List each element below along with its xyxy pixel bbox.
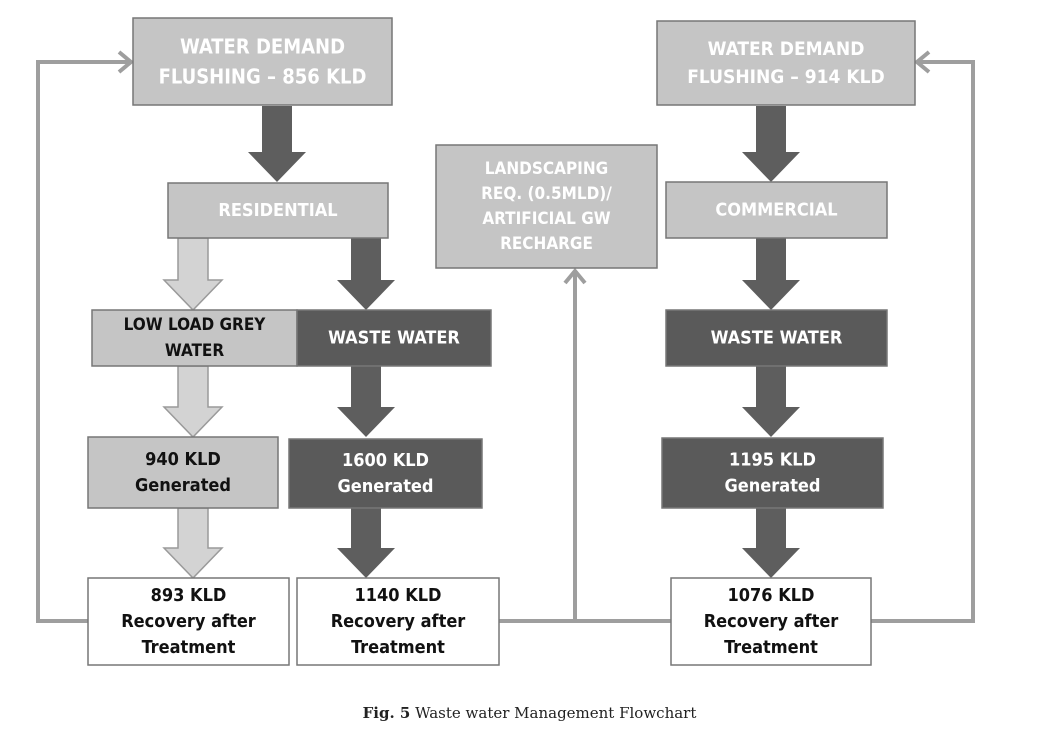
figure-number: Fig. 5 [362, 704, 411, 722]
commercial-box: COMMERCIAL [665, 181, 888, 239]
low-load-grey-water-box-line-1: LOW LOAD GREY [124, 315, 267, 335]
residential-box-shape [167, 182, 389, 239]
residential-waste-generated-box: 1600 KLD Generated [288, 438, 483, 509]
commercial-waste-water-box-line-1: WASTE WATER [711, 328, 843, 349]
commercial-waste-water-box: WASTE WATER [665, 309, 888, 367]
arrow-commercial-to-waste [742, 238, 800, 310]
grey-recovery-box-line-2: Recovery after [121, 611, 256, 632]
arrow-grey-generated-to-recovery [162, 507, 224, 580]
arrow-waste-to-generated [337, 366, 395, 437]
grey-generated-box-line-1: 940 KLD [145, 449, 221, 470]
residential-waste-water-box: WASTE WATER [296, 309, 492, 367]
arrow-demand-to-residential [248, 106, 306, 182]
landscaping-box-line-1: LANDSCAPING [485, 159, 608, 179]
commercial-waste-generated-box-line-1: 1195 KLD [729, 450, 816, 471]
landscaping-box-shape [435, 144, 658, 269]
commercial-waste-generated-box-line-2: Generated [724, 476, 820, 497]
residential-waste-generated-box-line-2: Generated [337, 476, 433, 497]
residential-box: RESIDENTIAL [167, 182, 389, 239]
right-water-demand-box: WATER DEMAND FLUSHING – 914 KLD [656, 20, 916, 106]
right-water-demand-box-line-1: WATER DEMAND [708, 38, 865, 60]
arrow-grey-to-generated [162, 365, 224, 439]
commercial-waste-recovery-box-line-3: Treatment [724, 637, 818, 658]
landscaping-arrowhead [563, 267, 587, 285]
right-feedback-arrowhead [913, 50, 931, 74]
residential-waste-recovery-box-shape [296, 577, 500, 666]
commercial-box-shape [665, 181, 888, 239]
commercial-waste-recovery-box-line-2: Recovery after [704, 611, 839, 632]
right-feedback-connector [871, 60, 975, 623]
residential-waste-recovery-box-line-2: Recovery after [331, 611, 466, 632]
commercial-waste-water-box-shape [665, 309, 888, 367]
residential-waste-recovery-box-line-3: Treatment [351, 637, 445, 658]
left-water-demand-box-shape [132, 17, 393, 106]
residential-waste-water-box-line-1: WASTE WATER [328, 328, 460, 349]
commercial-waste-generated-box: 1195 KLD Generated [661, 437, 884, 509]
right-water-demand-box-line-2: FLUSHING – 914 KLD [687, 66, 884, 88]
arrow-demand-to-commercial [742, 106, 800, 182]
low-load-grey-water-box-shape [91, 309, 298, 367]
left-water-demand-box: WATER DEMAND FLUSHING – 856 KLD [132, 17, 393, 106]
figure-title: Waste water Management Flowchart [415, 704, 697, 722]
residential-box-line-1: RESIDENTIAL [218, 200, 337, 221]
residential-waste-generated-box-shape [288, 438, 483, 509]
landscaping-box-line-4: RECHARGE [500, 234, 593, 254]
figure-caption: Fig. 5 Waste water Management Flowchart [0, 704, 1059, 722]
arrow-residential-to-grey [162, 237, 224, 312]
arrow-waste-generated-to-recovery [337, 508, 395, 578]
right-water-demand-box-shape [656, 20, 916, 106]
grey-generated-box: 940 KLD Generated [87, 436, 279, 509]
landscaping-box: LANDSCAPING REQ. (0.5MLD)/ ARTIFICIAL GW RE… [435, 144, 658, 269]
low-load-grey-water-box-line-2: WATER [165, 341, 225, 361]
residential-waste-water-box-shape [296, 309, 492, 367]
low-load-grey-water-box: LOW LOAD GREY WATER [91, 309, 298, 367]
grey-recovery-box-line-3: Treatment [142, 637, 236, 658]
commercial-box-line-1: COMMERCIAL [715, 200, 837, 221]
arrow-residential-to-waste [337, 238, 395, 310]
residential-waste-generated-box-line-1: 1600 KLD [342, 450, 429, 471]
grey-recovery-box-line-1: 893 KLD [151, 585, 227, 606]
grey-recovery-box-shape [87, 577, 290, 666]
commercial-waste-generated-box-shape [661, 437, 884, 509]
left-water-demand-box-line-2: FLUSHING – 856 KLD [159, 65, 367, 89]
residential-waste-recovery-box-line-1: 1140 KLD [354, 585, 441, 606]
grey-generated-box-line-2: Generated [135, 475, 231, 496]
arrow-commercial-generated-to-recovery [742, 508, 800, 578]
landscaping-box-line-3: ARTIFICIAL GW [482, 209, 610, 229]
left-feedback-connector [36, 60, 128, 623]
commercial-waste-recovery-box-shape [670, 577, 872, 666]
left-feedback-arrowhead [117, 50, 135, 74]
arrow-commercial-waste-to-generated [742, 366, 800, 437]
commercial-waste-recovery-box-line-1: 1076 KLD [727, 585, 814, 606]
grey-generated-box-shape [87, 436, 279, 509]
left-water-demand-box-line-1: WATER DEMAND [180, 35, 345, 59]
landscaping-box-line-2: REQ. (0.5MLD)/ [481, 184, 612, 204]
